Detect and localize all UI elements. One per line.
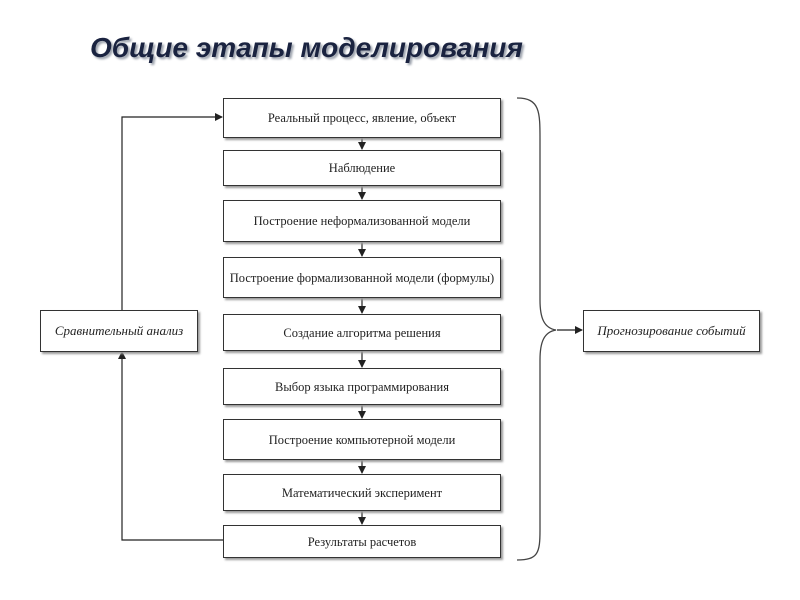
side-box-comparative-analysis: Сравнительный анализ: [40, 310, 198, 352]
step-box-formal-model: Построение формализованной модели (форму…: [223, 257, 501, 298]
step-box-computer-model: Построение компьютерной модели: [223, 419, 501, 460]
loop-analysis-to-real-process: [121, 113, 223, 310]
step-box-observation: Наблюдение: [223, 150, 501, 186]
step-box-real-process: Реальный процесс, явление, объект: [223, 98, 501, 138]
step-box-math-experiment: Математический эксперимент: [223, 474, 501, 511]
slide-title: Общие этапы моделирования: [90, 32, 523, 63]
loop-results-to-analysis: [118, 351, 223, 541]
step-box-results: Результаты расчетов: [223, 525, 501, 558]
step-box-language-choice: Выбор языка программирования: [223, 368, 501, 405]
step-box-algorithm: Создание алгоритма решения: [223, 314, 501, 351]
step-box-informal-model: Построение неформализованной модели: [223, 200, 501, 242]
side-box-forecasting: Прогнозирование событий: [583, 310, 760, 352]
right-brace: [516, 97, 557, 561]
